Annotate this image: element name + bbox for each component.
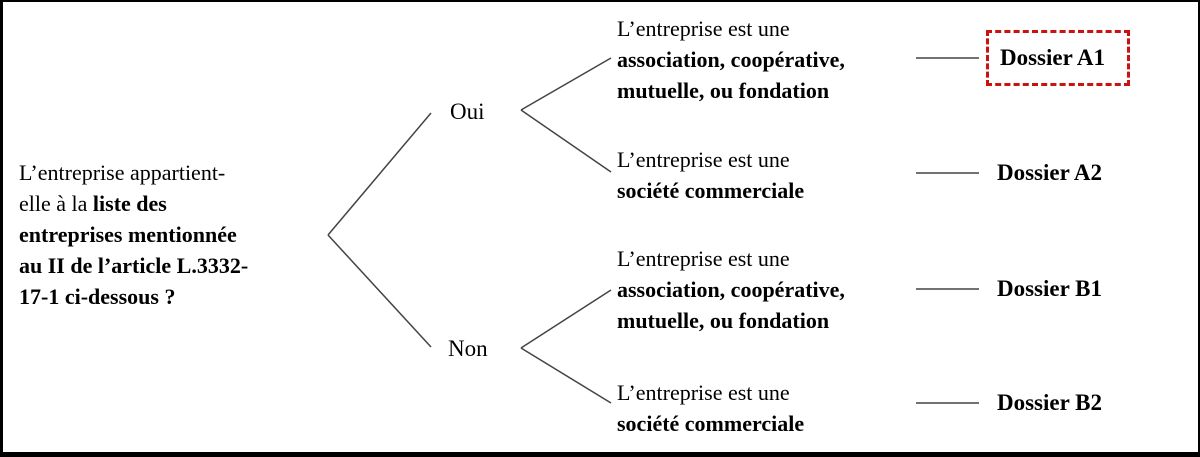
dossier-a2-label: Dossier A2 (997, 160, 1102, 185)
outcome-type: société commerciale (617, 411, 805, 436)
question-line: elle à la liste des (19, 191, 167, 216)
connector-lines (327, 57, 979, 404)
dossier-b1-label: Dossier B1 (997, 276, 1102, 301)
outcome-intro: L’entreprise est une (617, 16, 790, 41)
outcome-type: association, coopérative, (617, 277, 845, 302)
outcome-intro: L’entreprise est une (617, 380, 790, 405)
edge-non-association (520, 289, 612, 349)
outcome-node-b2: L’entreprise est une société commerciale (617, 377, 929, 439)
question-line: entreprises mentionnée (19, 222, 237, 247)
branch-label-non: Non (448, 336, 488, 361)
outcome-node-a1: L’entreprise est une association, coopér… (617, 13, 929, 106)
outcome-type: mutuelle, ou fondation (617, 78, 830, 103)
question-node: L’entreprise appartient- elle à la liste… (19, 157, 341, 312)
outcome-node-a2: L’entreprise est une société commerciale (617, 144, 929, 206)
edge-oui-societe (520, 109, 612, 173)
outcome-intro: L’entreprise est une (617, 246, 790, 271)
outcome-intro: L’entreprise est une (617, 147, 790, 172)
edge-root-non (327, 234, 432, 348)
question-line: au II de l’article L.3332- (19, 253, 249, 278)
branch-label-oui: Oui (450, 99, 485, 124)
outcome-type: société commerciale (617, 178, 805, 203)
edge-root-oui (327, 112, 432, 236)
dossier-b2-label: Dossier B2 (997, 390, 1102, 415)
question-line: L’entreprise appartient- (19, 160, 226, 185)
question-line: 17-1 ci-dessous ? (19, 284, 176, 309)
dossier-a1-highlight-box: Dossier A1 (986, 30, 1130, 86)
outcome-node-b1: L’entreprise est une association, coopér… (617, 243, 929, 336)
outcome-type: mutuelle, ou fondation (617, 308, 830, 333)
dossier-a1-label: Dossier A1 (1000, 45, 1105, 70)
edge-non-societe (520, 347, 612, 404)
edge-oui-association (520, 57, 612, 111)
outcome-type: association, coopérative, (617, 47, 845, 72)
